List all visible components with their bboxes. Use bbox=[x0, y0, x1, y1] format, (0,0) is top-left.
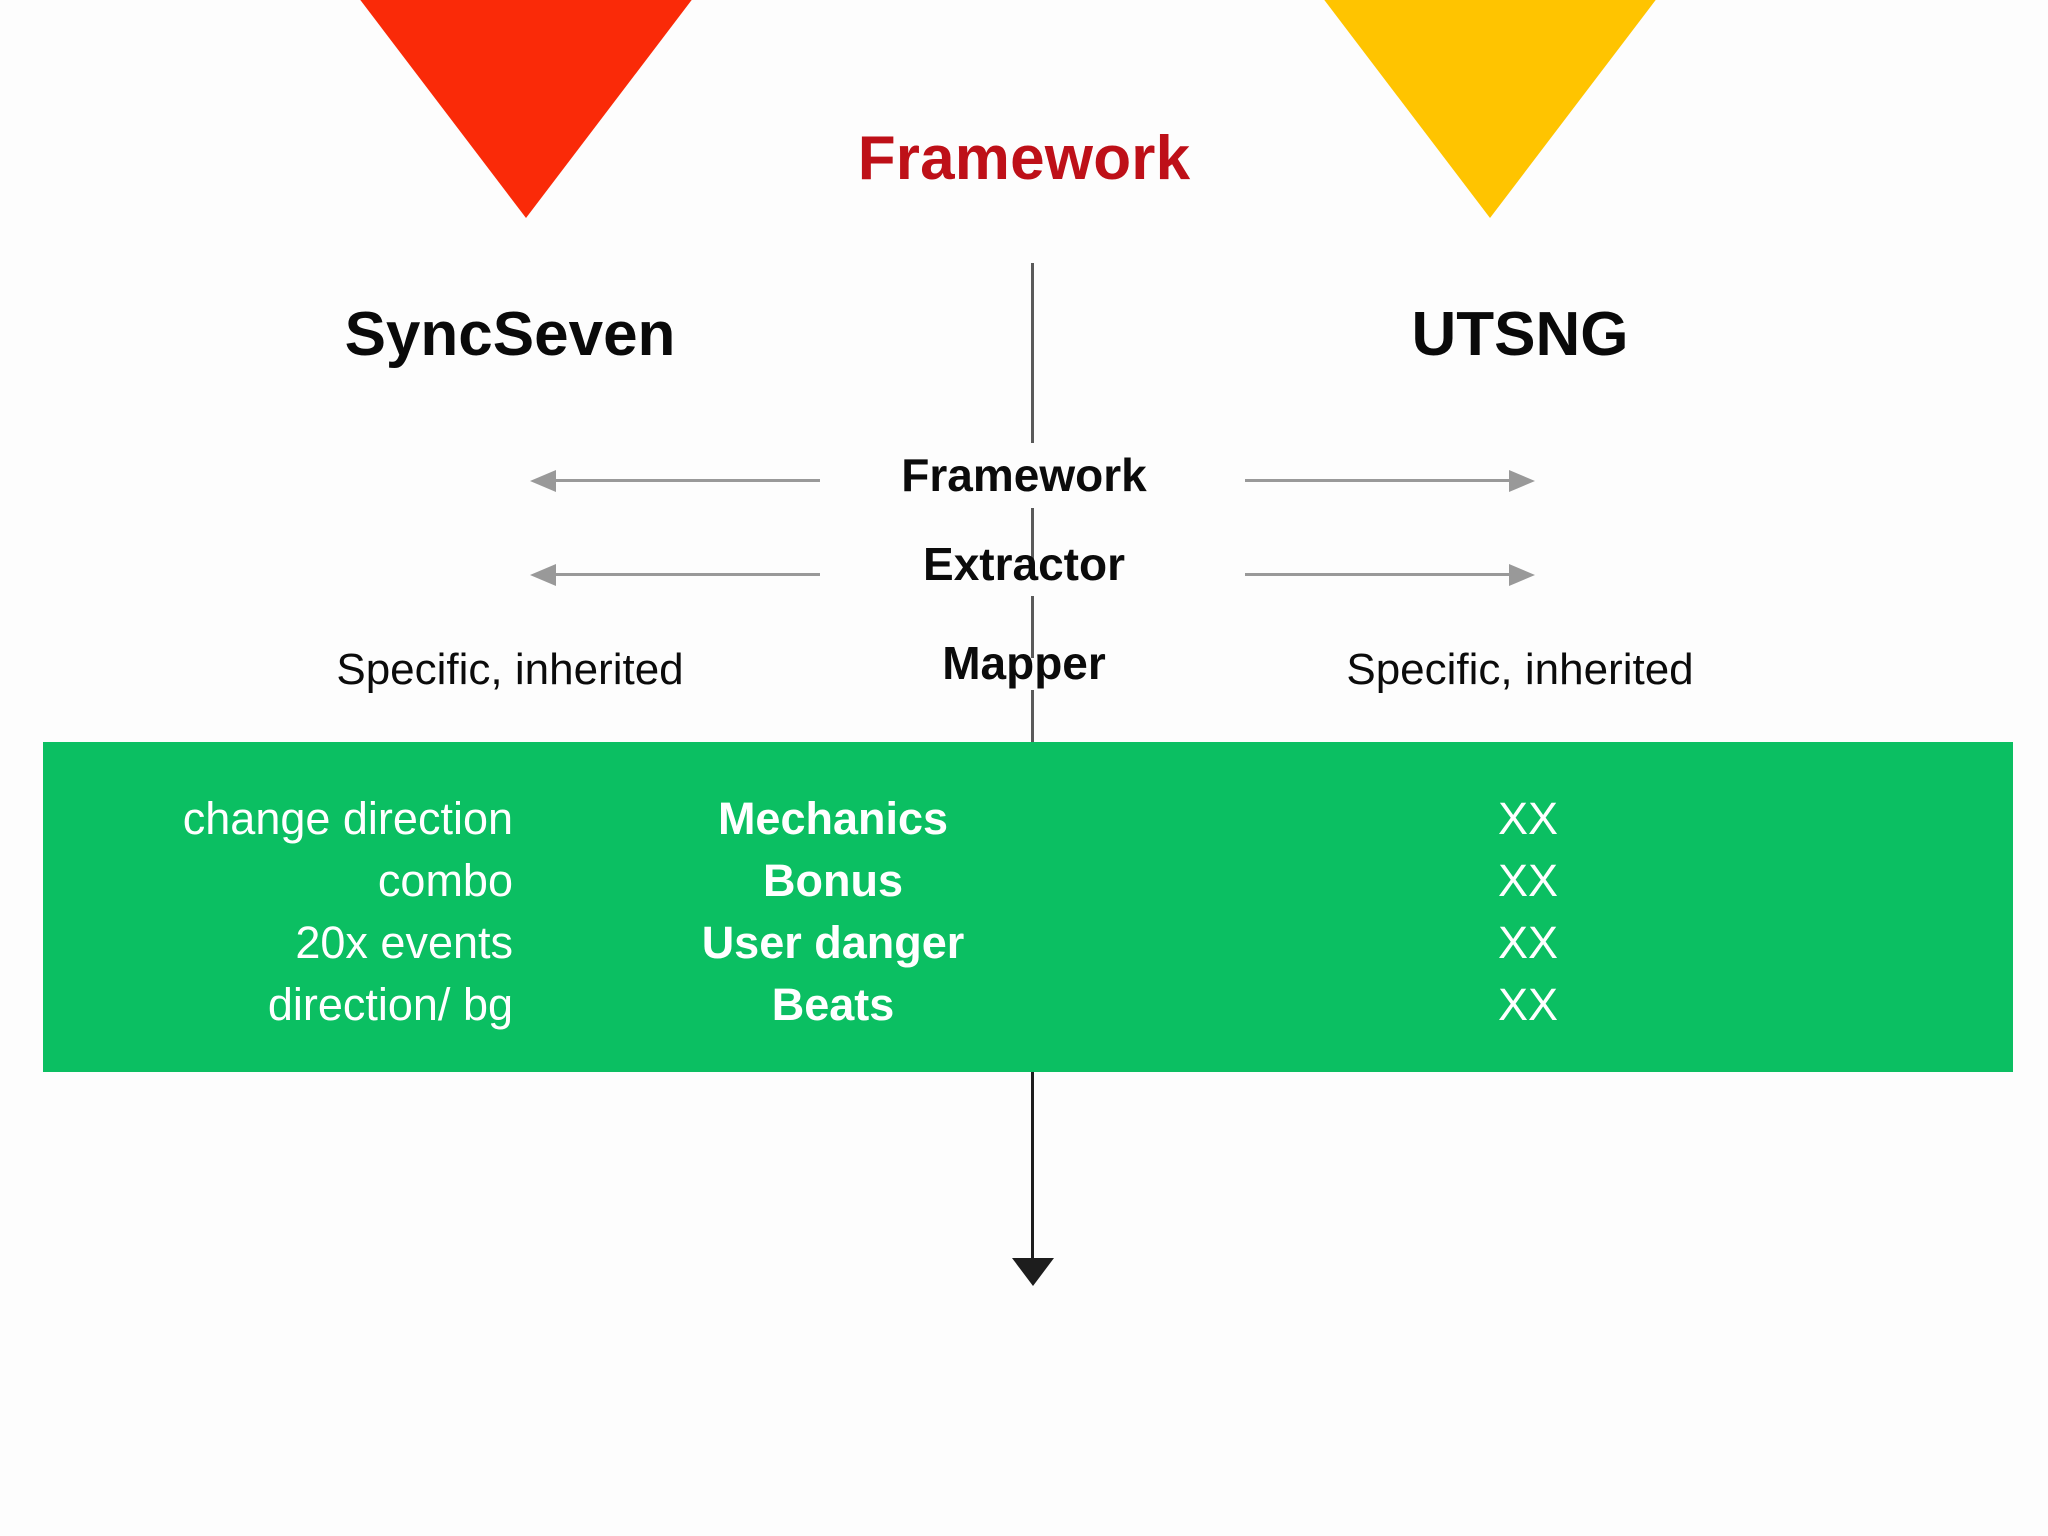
band-left-item: direction/ bg bbox=[267, 979, 513, 1030]
arrow-shaft bbox=[552, 573, 820, 576]
band-center-item: Mechanics bbox=[717, 793, 949, 844]
arrow-shaft bbox=[1245, 573, 1513, 576]
spine-segment-extractor-mapper bbox=[1031, 596, 1034, 658]
spine-segment-top bbox=[1031, 263, 1034, 443]
green-band: change direction combo 20x events direct… bbox=[43, 742, 2013, 1072]
band-column-right: XX XX XX XX bbox=[1413, 788, 1643, 1036]
diagram-title: Framework bbox=[857, 124, 1191, 193]
arrow-left-framework-icon bbox=[530, 468, 820, 492]
band-right-item: XX bbox=[1497, 917, 1559, 968]
arrowhead-right-icon bbox=[1509, 564, 1535, 586]
middle-label-mapper: Mapper bbox=[942, 637, 1106, 689]
arrow-right-framework-icon bbox=[1245, 468, 1535, 492]
arrow-left-extractor-icon bbox=[530, 562, 820, 586]
yellow-triangle-icon bbox=[1262, 0, 1718, 218]
side-note-left: Specific, inherited bbox=[336, 645, 684, 694]
band-right-item: XX bbox=[1497, 855, 1559, 906]
column-heading-left: SyncSeven bbox=[344, 300, 676, 369]
column-heading-right: UTSNG bbox=[1411, 300, 1629, 369]
red-triangle-icon bbox=[298, 0, 754, 218]
side-note-right: Specific, inherited bbox=[1346, 645, 1694, 694]
middle-label-framework: Framework bbox=[901, 449, 1147, 501]
down-arrowhead-icon bbox=[1012, 1258, 1054, 1286]
arrow-shaft bbox=[552, 479, 820, 482]
band-center-item: Beats bbox=[771, 979, 895, 1030]
arrowhead-right-icon bbox=[1509, 470, 1535, 492]
arrowhead-left-icon bbox=[530, 470, 556, 492]
band-column-left: change direction combo 20x events direct… bbox=[43, 788, 513, 1036]
band-column-center: Mechanics Bonus User danger Beats bbox=[643, 788, 1023, 1036]
down-arrow-shaft bbox=[1031, 1072, 1034, 1265]
arrowhead-left-icon bbox=[530, 564, 556, 586]
band-left-item: combo bbox=[377, 855, 513, 906]
band-center-item: User danger bbox=[701, 917, 965, 968]
band-left-item: change direction bbox=[182, 793, 513, 844]
middle-label-extractor: Extractor bbox=[923, 538, 1125, 590]
band-center-item: Bonus bbox=[763, 855, 903, 906]
arrow-shaft bbox=[1245, 479, 1513, 482]
band-left-item: 20x events bbox=[295, 917, 513, 968]
spine-segment-framework-extractor bbox=[1031, 508, 1034, 566]
band-right-item: XX bbox=[1497, 979, 1559, 1030]
arrow-right-extractor-icon bbox=[1245, 562, 1535, 586]
band-right-item: XX bbox=[1497, 793, 1559, 844]
spine-segment-mapper-band bbox=[1031, 690, 1034, 748]
